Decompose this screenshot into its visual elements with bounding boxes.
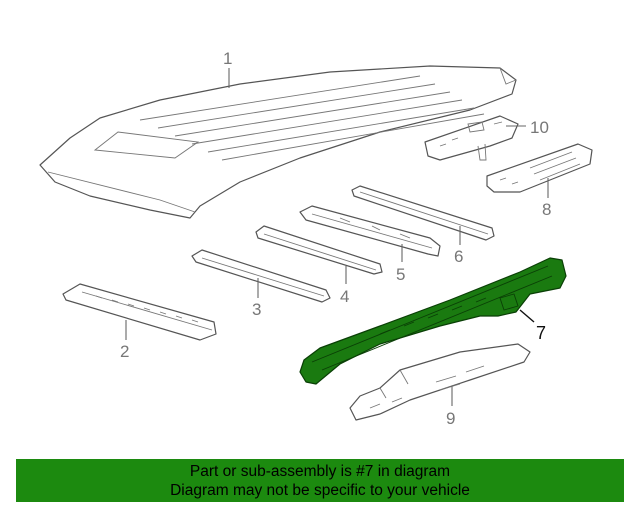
callout-10: 10 xyxy=(530,118,549,137)
part-10-bracket[interactable] xyxy=(424,115,519,161)
info-banner: Part or sub-assembly is #7 in diagram Di… xyxy=(16,459,624,502)
part-1-roof-panel[interactable] xyxy=(39,65,517,219)
leader-7 xyxy=(519,309,535,323)
callout-5: 5 xyxy=(396,265,405,284)
banner-line-disclaimer: Diagram may not be specific to your vehi… xyxy=(170,482,470,499)
parts-diagram: 1 10 8 6 5 4 3 2 9 7 xyxy=(39,49,593,428)
part-8-bracket[interactable] xyxy=(486,143,593,193)
callout-7: 7 xyxy=(536,323,546,343)
callout-8: 8 xyxy=(542,200,551,219)
part-6-roof-bow[interactable] xyxy=(351,185,495,241)
part-4-roof-bow[interactable] xyxy=(255,225,383,275)
part-5-roof-bow[interactable] xyxy=(299,205,441,257)
callout-6: 6 xyxy=(454,247,463,266)
banner-line-part-number: Part or sub-assembly is #7 in diagram xyxy=(189,463,451,480)
callout-1: 1 xyxy=(223,49,232,68)
callout-3: 3 xyxy=(252,300,261,319)
sunroof-opening xyxy=(93,131,200,159)
part-7-roof-side-rail[interactable] xyxy=(299,257,567,385)
part-2-header-panel[interactable] xyxy=(62,283,217,341)
part-3-roof-bow[interactable] xyxy=(191,249,331,303)
callout-9: 9 xyxy=(446,409,455,428)
callout-2: 2 xyxy=(120,342,129,361)
callout-4: 4 xyxy=(340,287,349,306)
part-9-side-rail-inner[interactable] xyxy=(349,343,531,421)
